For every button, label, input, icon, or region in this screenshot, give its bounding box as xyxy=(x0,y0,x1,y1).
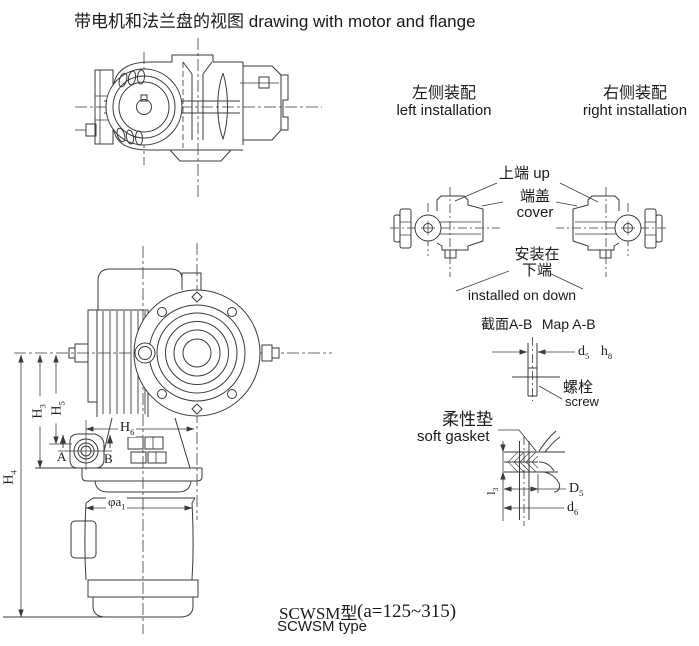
mount-label: 安装在 下端 xyxy=(506,247,568,279)
tol-h8: h8 xyxy=(600,344,613,361)
right-installation-en: right installation xyxy=(582,101,688,119)
soft-gasket-detail xyxy=(498,429,566,526)
up-end-zh: 上端 xyxy=(499,165,530,182)
section-ab-zh: 截面A-B xyxy=(481,316,533,332)
sheet-title-zh: 带电机和法兰盘的视图 xyxy=(74,12,244,31)
right-installation-zh: 右侧装配 xyxy=(602,85,667,102)
screw-zh: 螺栓 xyxy=(563,379,594,396)
up-end-label: 上端 up xyxy=(499,162,550,183)
top-view-drawing xyxy=(75,38,322,200)
dim-H4: H4 xyxy=(1,470,19,485)
dim-d5-h8: d5 h8 xyxy=(578,344,612,361)
dim-d5: d5 xyxy=(578,344,590,361)
section-ab-detail xyxy=(492,337,575,401)
installed-on-down-label: installed on down xyxy=(467,287,577,303)
dim-D5: D5 xyxy=(569,481,584,498)
up-end-en: up xyxy=(533,165,550,182)
front-view-drawing xyxy=(3,243,332,634)
model-range: (a=125~315) xyxy=(357,601,457,622)
installation-views xyxy=(389,182,667,292)
dim-H3: H3 xyxy=(30,396,48,427)
mount-zh-line2: 下端 xyxy=(521,261,552,279)
dim-H5: H5 xyxy=(49,393,67,424)
cover-zh: 端盖 xyxy=(519,188,550,205)
dim-phi-a1: φa1 xyxy=(106,494,128,512)
screw-en: screw xyxy=(565,394,599,409)
mount-zh-line1: 安装在 xyxy=(514,246,560,263)
cover-label: 端盖 cover xyxy=(511,189,559,221)
model-name-en: SCWSM type xyxy=(277,618,368,635)
section-ab-en: Map A-B xyxy=(541,316,596,332)
gasket-zh: 柔性垫 xyxy=(442,410,493,429)
left-installation-zh: 左侧装配 xyxy=(411,85,476,102)
dim-l3: l3 xyxy=(483,487,501,495)
left-installation-label: 左侧装配 left installation xyxy=(383,85,505,119)
dim-H6: H6 xyxy=(118,420,137,437)
left-installation-en: left installation xyxy=(396,101,492,119)
model-name-zh: SCWSM型 xyxy=(279,604,358,623)
section-point-a: A xyxy=(57,449,67,464)
sheet-title: 带电机和法兰盘的视图 drawing with motor and flange xyxy=(74,7,476,32)
right-installation-label: 右侧装配 right installation xyxy=(570,85,699,119)
section-point-b: B xyxy=(104,451,113,466)
cover-en: cover xyxy=(516,203,554,221)
sheet-title-en: drawing with motor and flange xyxy=(248,12,476,31)
gasket-en: soft gasket xyxy=(417,428,490,445)
section-ab-title: 截面A-B Map A-B xyxy=(481,314,596,334)
dim-d6: d6 xyxy=(567,500,579,517)
